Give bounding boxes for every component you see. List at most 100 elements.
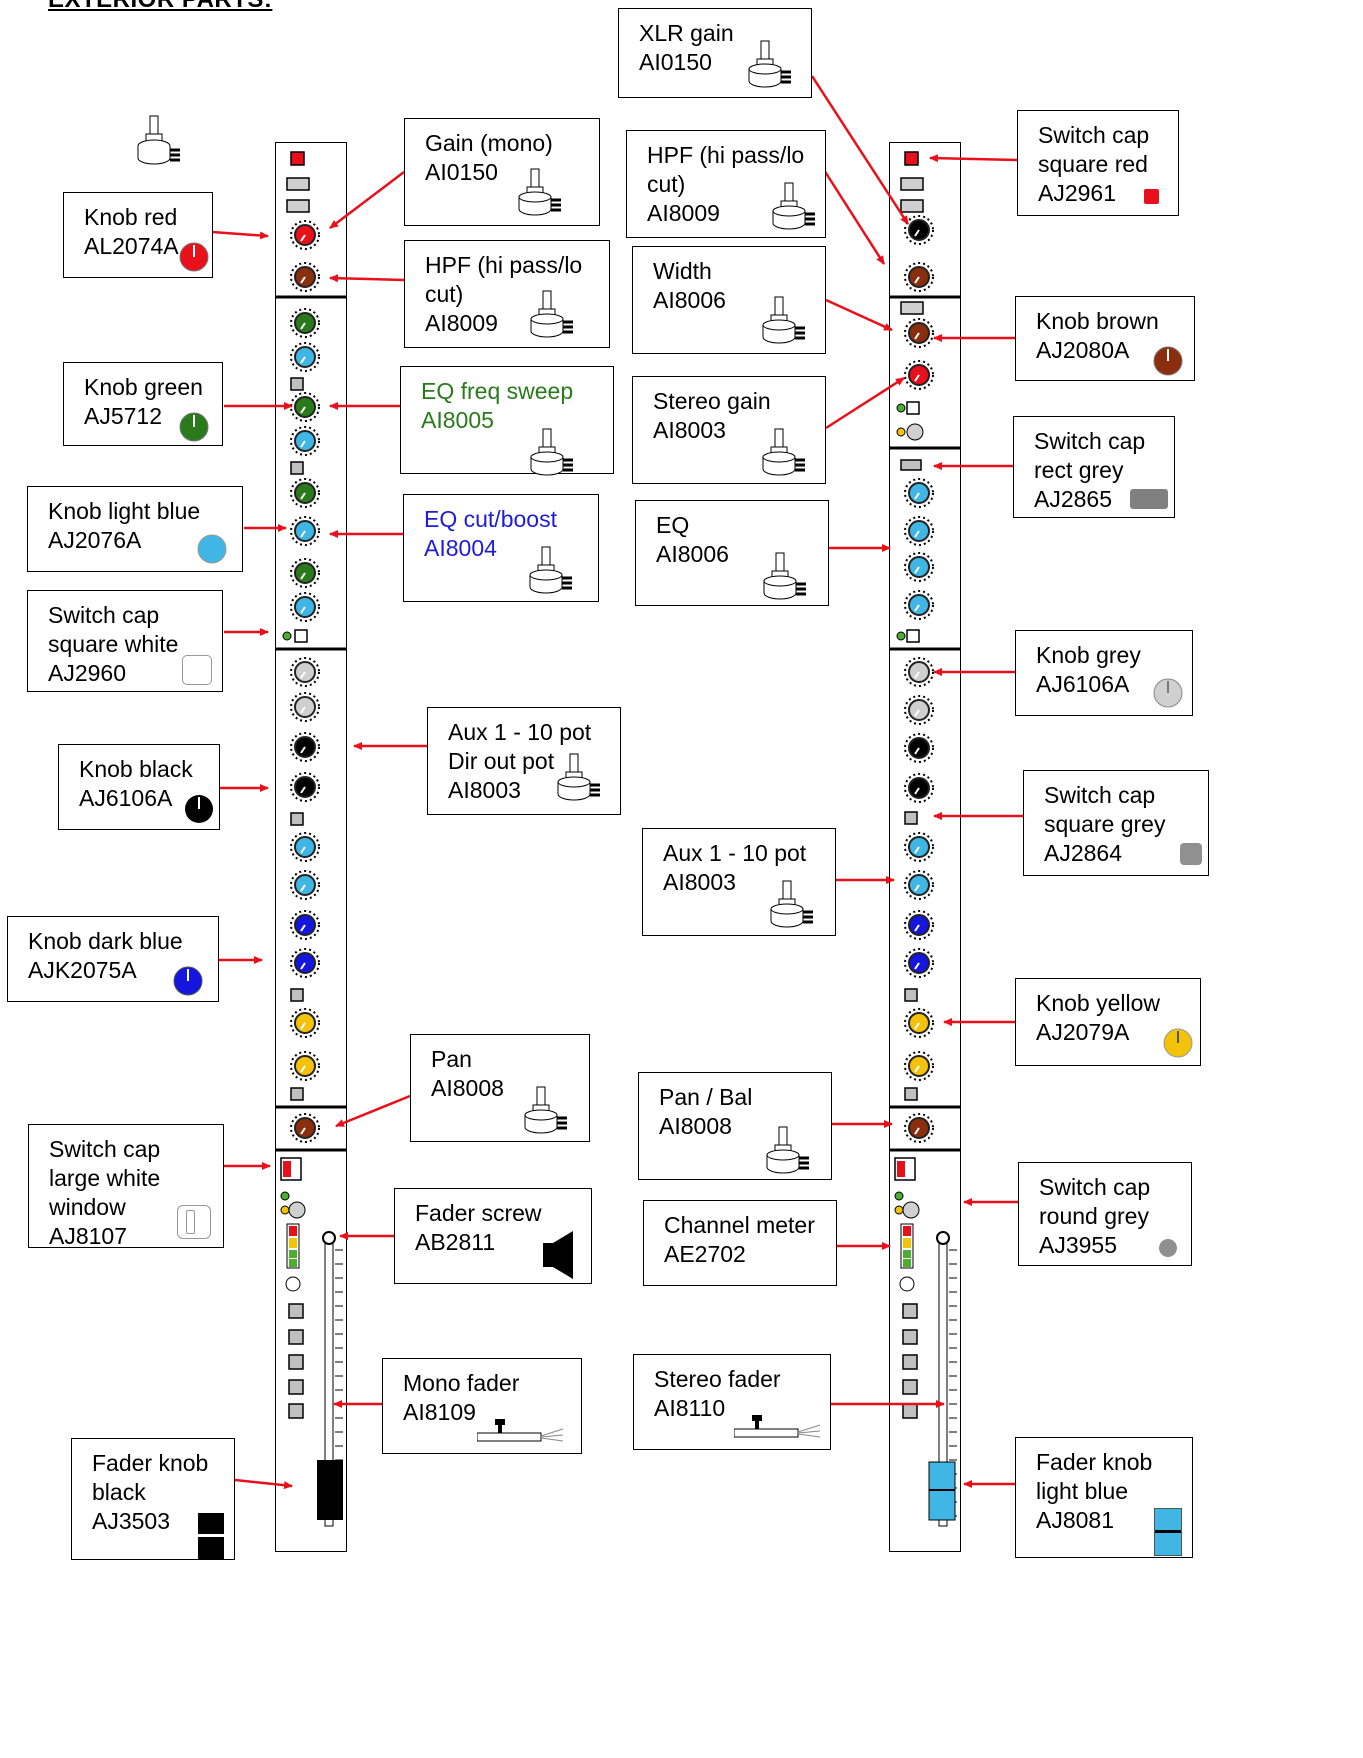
- knob: [290, 870, 320, 900]
- pot-icon: [748, 40, 791, 88]
- screw-icon: [543, 1231, 573, 1279]
- grey-round-cap-icon: [1159, 1239, 1177, 1257]
- label-gain-mono: Gain (mono)AI0150: [404, 118, 600, 226]
- pot-icon: [137, 115, 180, 165]
- pot-icon: [557, 753, 600, 801]
- knob: [290, 772, 320, 802]
- knob: [290, 558, 320, 588]
- callout-arrow: [329, 274, 405, 283]
- pot-icon: [762, 296, 805, 344]
- callout-arrow: [335, 1094, 411, 1128]
- knob: [290, 948, 320, 978]
- callout-arrow: [810, 75, 910, 225]
- knob: [904, 695, 934, 725]
- knob: [904, 360, 934, 390]
- brown-knob-icon: [1153, 346, 1183, 376]
- red-knob-icon: [179, 242, 209, 272]
- knob: [290, 657, 320, 687]
- knob: [290, 592, 320, 622]
- knob: [904, 318, 934, 348]
- knob: [904, 1051, 934, 1081]
- black-knob-icon: [185, 795, 213, 823]
- pot-icon: [530, 290, 573, 338]
- knob: [290, 732, 320, 762]
- knob: [904, 1113, 934, 1143]
- knob: [290, 1051, 320, 1081]
- knob: [904, 1008, 934, 1038]
- knob: [904, 948, 934, 978]
- knob: [904, 773, 934, 803]
- callout-arrow: [211, 230, 269, 240]
- grey-square-cap-icon: [1180, 843, 1202, 865]
- pot-icon: [766, 1126, 809, 1174]
- black-fader-knob-icon: [198, 1513, 224, 1559]
- pot-icon: [763, 552, 806, 600]
- red-square-cap-icon: [1144, 189, 1159, 204]
- callout-arrow: [929, 154, 1018, 163]
- knob: [290, 392, 320, 422]
- knob: [904, 478, 934, 508]
- knob: [904, 516, 934, 546]
- knob: [290, 308, 320, 338]
- knob: [290, 1008, 320, 1038]
- knob: [290, 478, 320, 508]
- callout-arrow: [329, 171, 405, 229]
- pot-icon: [524, 1086, 567, 1134]
- knob: [290, 220, 320, 250]
- callout-arrow: [825, 298, 893, 332]
- callout-arrow: [825, 376, 905, 430]
- pot-icon: [529, 546, 572, 594]
- light-blue-knob-icon: [197, 534, 227, 564]
- knob: [904, 910, 934, 940]
- pot-icon: [530, 428, 573, 476]
- knob: [290, 516, 320, 546]
- light-blue-fader-knob-icon: [1154, 1508, 1182, 1556]
- pot-icon: [770, 880, 813, 928]
- knob: [904, 590, 934, 620]
- knob: [904, 552, 934, 582]
- knob: [290, 832, 320, 862]
- callout-arrow: [234, 1478, 293, 1490]
- large-white-window-cap-icon: [177, 1205, 211, 1239]
- knob: [904, 262, 934, 292]
- fader-icon: [477, 1419, 564, 1442]
- knob: [290, 1113, 320, 1143]
- yellow-knob-icon: [1163, 1028, 1193, 1058]
- pot-icon: [772, 182, 815, 230]
- knob: [290, 262, 320, 292]
- knob: [290, 910, 320, 940]
- knob: [904, 733, 934, 763]
